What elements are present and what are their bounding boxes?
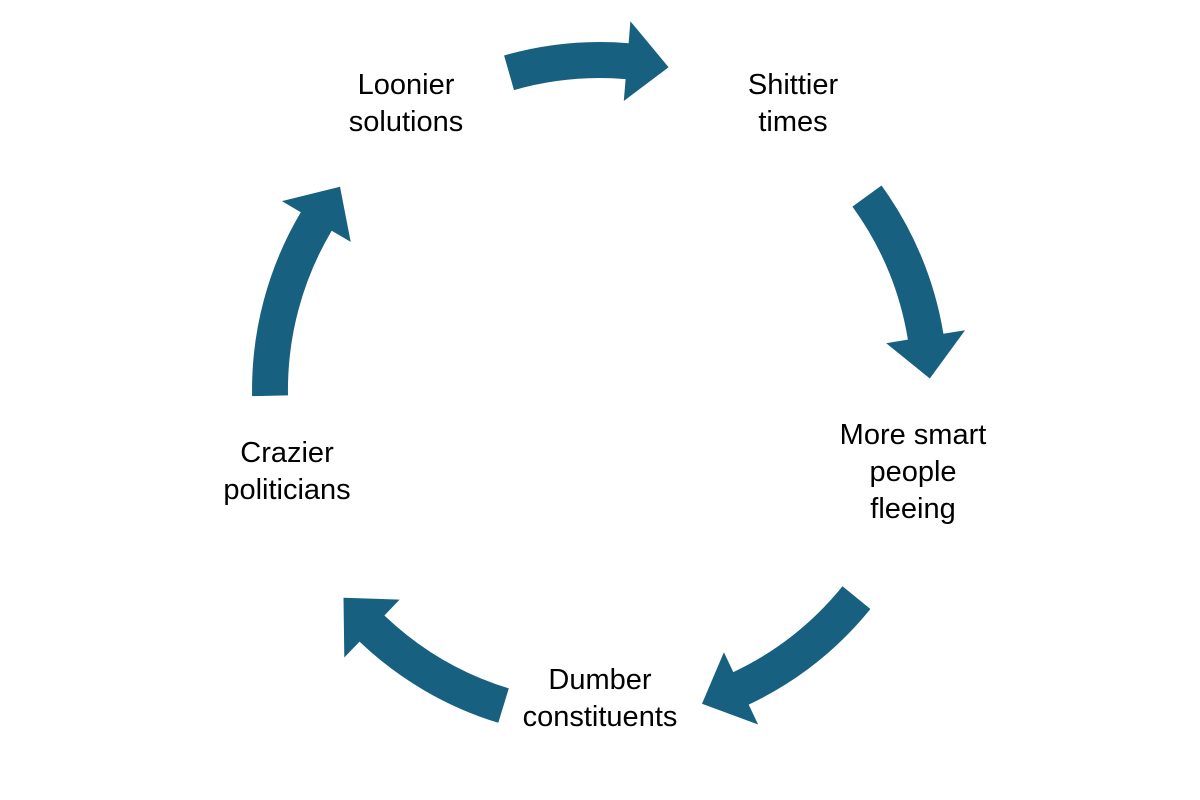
stage-label-line: constituents <box>522 701 678 733</box>
arrow-fleeing-to-dumber <box>702 586 871 725</box>
stage-label-line: people <box>869 456 957 488</box>
stage-dumber-constituents: Dumber constituents <box>523 662 678 736</box>
stage-label-line: solutions <box>348 106 464 138</box>
stage-label-line: Shittier <box>747 69 839 101</box>
stage-smart-people-fleeing: More smart people fleeing <box>840 417 987 528</box>
stage-label-line: Crazier <box>240 437 334 469</box>
stage-label-line: times <box>758 106 828 138</box>
cycle-arrows <box>252 21 966 725</box>
stage-label-line: politicians <box>223 474 351 506</box>
stage-label-line: fleeing <box>870 493 956 525</box>
stage-crazier-politicians: Crazier politicians <box>223 435 350 509</box>
stage-loonier-solutions: Loonier solutions <box>349 67 463 141</box>
stage-label-line: Dumber <box>548 664 652 696</box>
stage-shittier-times: Shittier times <box>748 67 838 141</box>
stage-label-line: More smart <box>839 419 987 451</box>
arrow-shittier-to-fleeing <box>852 185 966 379</box>
arrow-dumber-to-crazier <box>343 597 509 723</box>
arrow-crazier-to-loonier <box>252 186 351 397</box>
stage-label-line: Loonier <box>357 69 455 101</box>
arrow-loonier-to-shittier <box>504 21 669 102</box>
